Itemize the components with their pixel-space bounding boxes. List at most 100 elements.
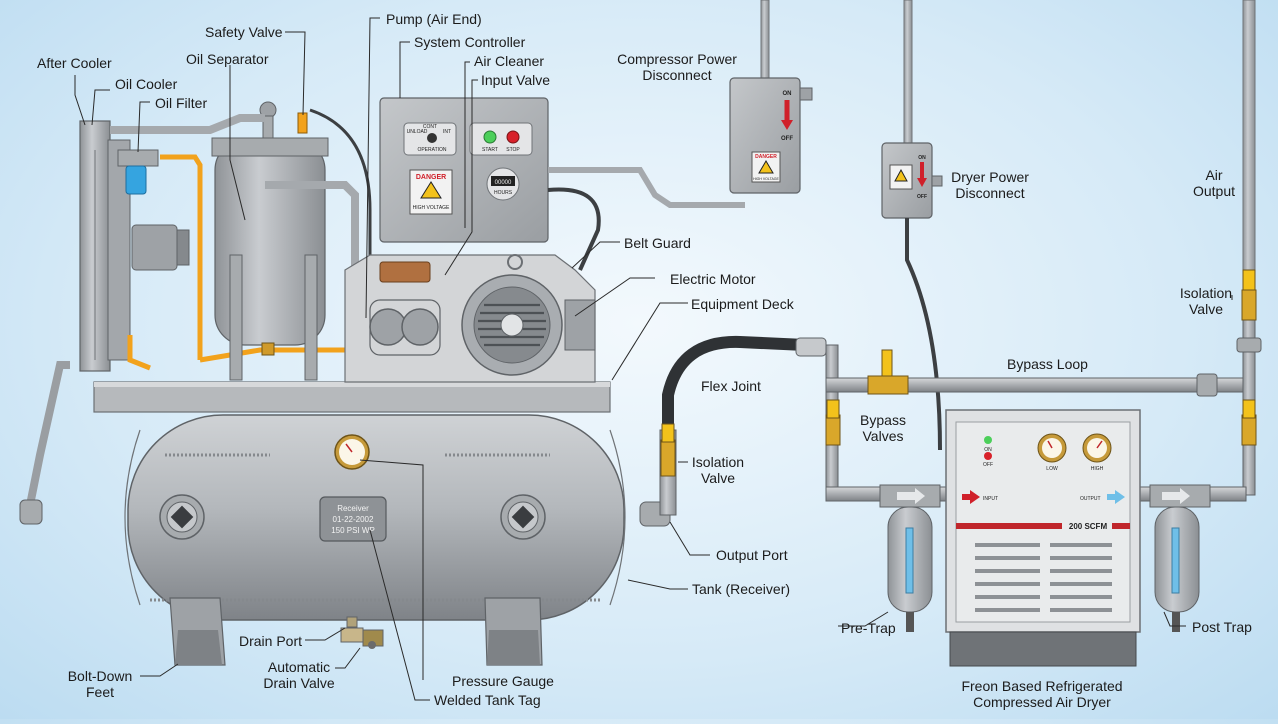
label-isolation-valve-left: Isolation Valve (688, 454, 748, 486)
label-dryer-power-disconnect: Dryer Power Disconnect (945, 169, 1035, 201)
dryer-on-light (984, 436, 992, 444)
separator-return-line (110, 114, 265, 134)
leader-lines (74, 17, 1233, 701)
label-after-cooler: After Cooler (37, 55, 112, 71)
compressor-disconnect-high-voltage: HIGH VOLTAGE (753, 177, 779, 181)
compressor-disconnect-danger: DANGER (755, 154, 777, 160)
label-welded-tank-tag: Welded Tank Tag (434, 692, 541, 708)
label-automatic-drain-valve: Automatic Drain Valve (256, 659, 342, 691)
compressor-disconnect-off: OFF (781, 136, 793, 142)
dryer-disconnect-on: ON (918, 155, 926, 161)
bypass-valves-line-1: Bypass (860, 412, 906, 428)
bypass-valve-horizontal (867, 349, 909, 395)
oil-separator (211, 101, 329, 381)
label-bolt-down-feet: Bolt-Down Feet (62, 668, 138, 700)
cooler-drain-fitting (19, 499, 43, 525)
isolation-valve-left-line-2: Valve (701, 470, 735, 486)
label-freon-dryer: Freon Based Refrigerated Compressed Air … (940, 678, 1144, 710)
black-hose (309, 108, 372, 301)
tank-tag-line-3: 150 PSI WP (331, 526, 375, 535)
controller-int-label: INT (443, 129, 451, 135)
tank-tag-line-2: 01-22-2002 (333, 515, 374, 524)
overhead-conduits (760, 0, 1256, 291)
air-output-line-1: Air (1205, 167, 1223, 183)
pump-air-end (369, 261, 441, 356)
label-pre-trap: Pre-Trap (841, 620, 896, 636)
label-oil-cooler: Oil Cooler (115, 76, 178, 92)
dryer-disconnect-line-1: Dryer Power (951, 169, 1029, 185)
equipment-deck (93, 381, 611, 413)
label-pressure-gauge: Pressure Gauge (452, 673, 554, 689)
label-equipment-deck: Equipment Deck (691, 296, 794, 312)
motor-power-cable (547, 187, 601, 271)
label-safety-valve: Safety Valve (205, 24, 283, 40)
label-bypass-valves: Bypass Valves (853, 412, 913, 444)
dryer-disconnect-line-2: Disconnect (955, 185, 1025, 201)
label-drain-port: Drain Port (239, 633, 303, 649)
pre-trap (879, 484, 941, 632)
compressor-disconnect-box: ON OFF DANGER HIGH VOLTAGE (729, 77, 813, 194)
label-oil-separator: Oil Separator (186, 51, 269, 67)
isolation-valve-right-line-1: Isolation (1179, 285, 1233, 301)
label-post-trap: Post Trap (1192, 619, 1252, 635)
label-air-cleaner: Air Cleaner (474, 53, 545, 69)
dryer-off-label: OFF (983, 462, 993, 468)
cooling-fan-motor (131, 224, 190, 271)
welded-tank-tag: Receiver 01-22-2002 150 PSI WP (319, 496, 387, 542)
dryer-off-light (984, 452, 992, 460)
valves (660, 269, 1257, 477)
label-system-controller: System Controller (414, 34, 526, 50)
electric-motor (461, 274, 596, 376)
label-pump-air-end: Pump (Air End) (386, 11, 482, 27)
right-isolation-valve-bottom (1241, 399, 1257, 446)
isolation-valve-left-line-1: Isolation (691, 454, 745, 470)
label-flex-joint: Flex Joint (701, 378, 761, 394)
dryer-disconnect-off: OFF (917, 194, 927, 200)
label-belt-guard: Belt Guard (624, 235, 691, 251)
freon-dryer-line-1: Freon Based Refrigerated (961, 678, 1123, 694)
pressure-gauge (334, 434, 370, 470)
tank-tag-line-1: Receiver (337, 504, 369, 513)
compressor-disconnect-on: ON (783, 91, 792, 97)
cooler-drain-line (26, 361, 70, 506)
dryer-capacity-label: 200 SCFM (1069, 522, 1108, 531)
bypass-valves-line-2: Valves (862, 428, 904, 444)
hours-label: HOURS (494, 190, 513, 196)
controller-power-cable (548, 167, 745, 208)
controller-unload-label: UNLOAD (407, 129, 428, 135)
stop-light (506, 130, 520, 144)
compressor-disconnect-line-1: Compressor Power (617, 51, 737, 67)
label-oil-filter: Oil Filter (155, 95, 208, 111)
operation-selector-knob (427, 133, 437, 143)
right-isolation-valve-top (1241, 269, 1257, 321)
label-output-port: Output Port (716, 547, 788, 563)
dryer-low-label: LOW (1046, 466, 1058, 472)
dryer-input-label: INPUT (983, 496, 998, 502)
bolt-down-feet-line-1: Bolt-Down (67, 668, 133, 684)
label-tank-receiver: Tank (Receiver) (692, 581, 791, 597)
start-label: START (482, 147, 498, 153)
stop-label: STOP (506, 147, 520, 153)
bolt-down-feet (169, 597, 543, 666)
controller-cont-label: CONT (423, 124, 437, 130)
dryer-output-label: OUTPUT (1080, 496, 1101, 502)
bypass-valve-vertical (825, 399, 841, 446)
label-electric-motor: Electric Motor (670, 271, 756, 287)
freon-dryer-line-2: Compressed Air Dryer (973, 694, 1111, 710)
label-bypass-loop: Bypass Loop (1007, 356, 1088, 372)
controller-operation-label: OPERATION (417, 147, 446, 153)
automatic-drain-valve-line-2: Drain Valve (263, 675, 335, 691)
refrigerated-air-dryer: ON OFF LOW HIGH INPUT OUTPUT 200 SCFM (945, 409, 1141, 667)
bolt-down-feet-line-2: Feet (85, 684, 114, 700)
label-air-output: Air Output (1189, 167, 1239, 199)
air-output-line-2: Output (1192, 183, 1236, 199)
controller-high-voltage-text: HIGH VOLTAGE (413, 205, 450, 211)
label-isolation-valve-right: Isolation Valve (1176, 285, 1236, 317)
compressor-disconnect-line-2: Disconnect (642, 67, 712, 83)
after-cooler (79, 120, 131, 372)
automatic-drain-valve-line-1: Automatic (267, 659, 331, 675)
label-input-valve: Input Valve (481, 72, 551, 88)
controller-danger-text: DANGER (416, 174, 446, 181)
